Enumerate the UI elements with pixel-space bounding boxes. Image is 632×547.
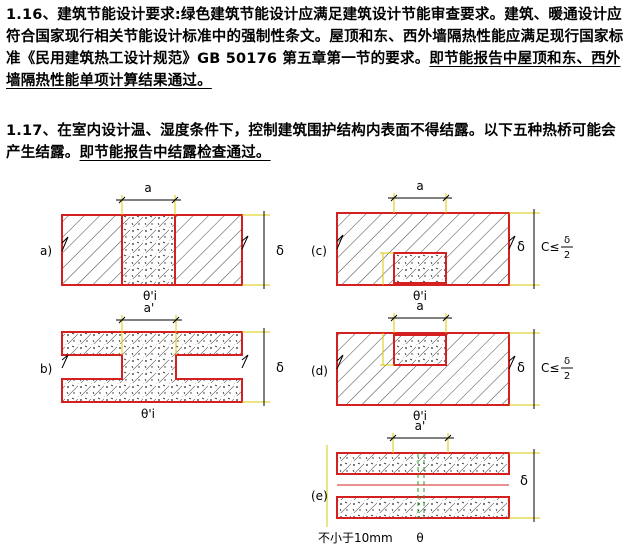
figure-c: a δ C≤ δ 2 (c) θ'i	[311, 179, 573, 303]
figure-label: b)	[40, 362, 52, 376]
cond-prefix: C≤	[541, 361, 559, 375]
figure-label: (d)	[311, 364, 328, 378]
section-number: 1.17、	[6, 123, 58, 139]
section-text: 在室内设计温、湿度条件下，控制建筑围护结构内表面不得结露。以下五种热桥可能会产生…	[6, 123, 616, 161]
cavity-right	[175, 354, 243, 380]
temp-label: θ'i	[141, 407, 155, 421]
figure-e: a' δ (e) 不小于10mm θ	[311, 419, 540, 545]
figure-b: a' δ b) θ'i	[40, 301, 284, 421]
cond-den: 2	[564, 371, 570, 382]
temp-label: θ'i	[143, 289, 157, 303]
cond-den: 2	[564, 250, 570, 261]
min-gap-note: 不小于10mm	[318, 531, 393, 545]
dim-thickness: δ	[517, 240, 525, 255]
dim-width: a	[144, 181, 151, 195]
thermal-bridge	[393, 334, 447, 366]
dim-width: a'	[144, 301, 155, 315]
figure-d: a δ C≤ δ 2 (d) θ'i	[311, 299, 573, 423]
thermal-bridge	[121, 214, 176, 286]
lower-layer	[336, 496, 510, 519]
temp-label: θ'i	[413, 409, 427, 423]
section-1-16: 1.16、建筑节能设计要求:绿色建筑节能设计应满足建筑设计节能审查要求。建筑、暖…	[6, 4, 626, 92]
cond-num: δ	[564, 235, 570, 246]
dim-thickness: δ	[276, 244, 284, 259]
thermal-bridge	[393, 252, 447, 284]
section-number: 1.16、	[6, 7, 58, 23]
cavity-left	[61, 354, 123, 380]
dim-width: a'	[415, 419, 426, 433]
upper-layer	[336, 452, 510, 475]
temp-label: θ	[416, 531, 423, 545]
section-1-17: 1.17、在室内设计温、湿度条件下，控制建筑围护结构内表面不得结露。以下五种热桥…	[6, 120, 626, 164]
dim-width: a	[416, 299, 423, 313]
temp-label: θ'i	[413, 289, 427, 303]
section-text: 建筑节能设计要求:绿色建筑节能设计应满足建筑设计节能审查要求。建筑、暖通设计应符…	[6, 7, 624, 67]
figure-label: (c)	[311, 244, 327, 258]
dim-thickness: δ	[517, 361, 525, 376]
thermal-bridge-figures: a δ a) θ'i a' δ b) θ'i	[40, 179, 573, 545]
figure-a: a δ a) θ'i	[40, 181, 284, 303]
cond-num: δ	[564, 356, 570, 367]
dim-thickness: δ	[520, 474, 528, 489]
dim-width: a	[416, 179, 423, 193]
dim-thickness: δ	[276, 361, 284, 376]
cond-prefix: C≤	[541, 240, 559, 254]
figure-label: (e)	[311, 489, 328, 503]
section-conclusion: 即节能报告中屋顶和东、西外墙隔热性能单项计算结果通过。	[6, 51, 621, 89]
section-conclusion: 即节能报告中结露检查通过。	[79, 145, 271, 161]
figure-label: a)	[40, 244, 52, 258]
